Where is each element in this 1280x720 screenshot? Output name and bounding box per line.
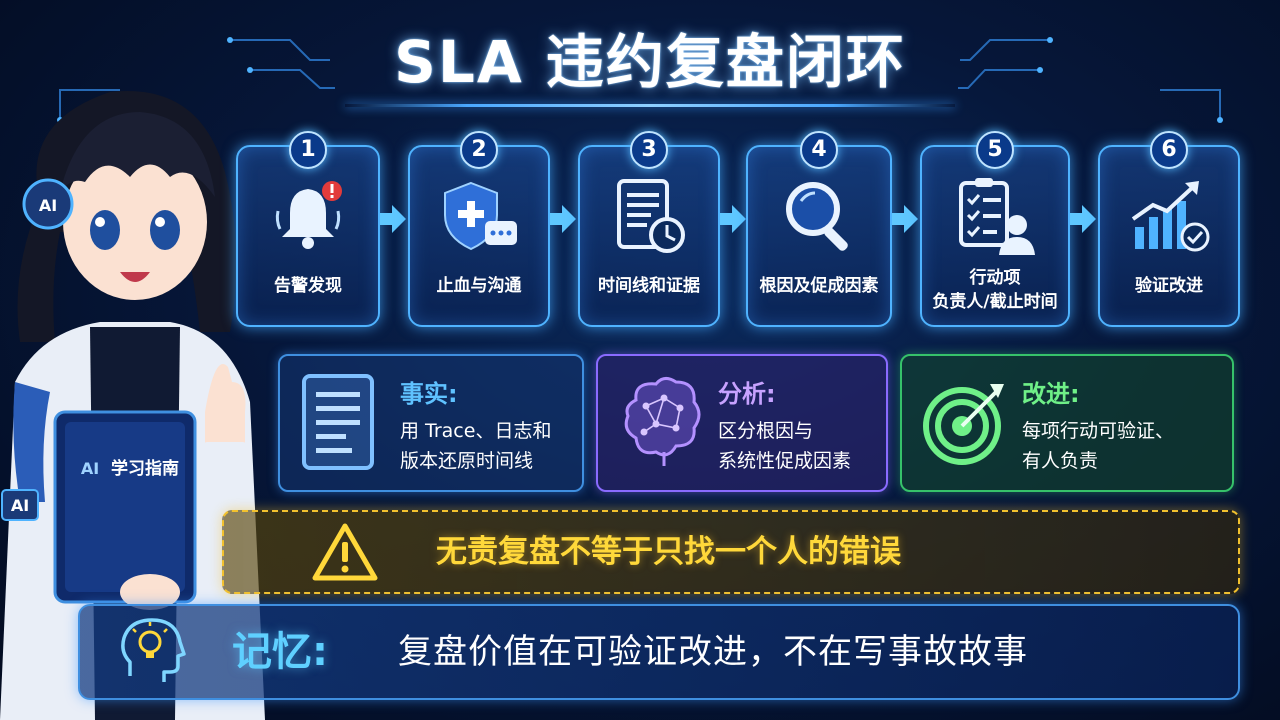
card-body-line2: 有人负责 [1022, 450, 1099, 472]
card-facts: 事实: 用 Trace、日志和 版本还原时间线 [278, 354, 584, 492]
step-label: 根因及促成因素 [759, 276, 879, 296]
step-stop-bleeding: 2 止血与沟通 [408, 131, 550, 327]
card-body-line1: 区分根因与 [718, 420, 814, 442]
card-improvement: 改进: 每项行动可验证、 有人负责 [900, 354, 1234, 492]
step-label: 告警发现 [274, 276, 342, 296]
card-title: 分析: [718, 380, 776, 408]
step-action-items: 5 行动项 负责人/截止时间 [920, 131, 1070, 327]
document-clock-icon [617, 179, 685, 253]
warning-banner: 无责复盘不等于只找一个人的错误 [222, 510, 1240, 594]
arrow-right-icon [380, 205, 406, 233]
chart-check-icon [1131, 181, 1210, 252]
step-number: 1 [289, 131, 327, 169]
memory-label: 记忆: [232, 629, 328, 675]
memory-text: 复盘价值在可验证改进，不在写事故故事 [398, 632, 1028, 672]
checklist-person-icon [959, 178, 1035, 255]
book-ai-label: AI [81, 459, 99, 478]
head-lightbulb-icon [121, 618, 186, 682]
memory-banner: 记忆: 复盘价值在可验证改进，不在写事故故事 [78, 604, 1240, 700]
card-analysis: 分析: 区分根因与 系统性促成因素 [596, 354, 888, 492]
step-verify-improve: 6 验证改进 [1098, 131, 1240, 327]
card-body-line1: 用 Trace、日志和 [400, 420, 552, 442]
card-body: 每项行动可验证、 有人负责 [1022, 416, 1174, 476]
card-title: 改进: [1022, 380, 1080, 408]
mascot-character: AI AI AI 学习指南 [0, 91, 265, 720]
arrow-right-icon [1070, 205, 1096, 233]
shield-chat-icon [444, 181, 517, 251]
book-title: 学习指南 [111, 458, 179, 479]
warning-triangle-icon [312, 523, 378, 581]
step-label: 时间线和证据 [598, 276, 700, 296]
step-root-cause: 4 根因及促成因素 [746, 131, 892, 327]
step-label-line2: 负责人/截止时间 [932, 292, 1058, 312]
card-title: 事实: [400, 380, 458, 408]
step-number: 5 [976, 131, 1014, 169]
card-body-line1: 每项行动可验证、 [1022, 420, 1175, 442]
arrow-right-icon [550, 205, 576, 233]
step-number: 2 [460, 131, 498, 169]
document-icon [302, 374, 374, 470]
target-icon [923, 384, 1004, 465]
page-title: SLA 违约复盘闭环 [394, 28, 906, 96]
arrow-right-icon [892, 205, 918, 233]
card-body: 用 Trace、日志和 版本还原时间线 [400, 416, 551, 476]
mascot-badge-arm: AI [11, 496, 29, 515]
alert-bell-icon [275, 181, 342, 249]
card-body-line2: 版本还原时间线 [400, 450, 534, 472]
mascot-badge-top: AI [39, 196, 57, 215]
step-number: 6 [1150, 131, 1188, 169]
card-body-line2: 系统性促成因素 [718, 450, 852, 472]
step-timeline-evidence: 3 时间线和证据 [578, 131, 720, 327]
magnifier-icon [786, 182, 848, 251]
step-label: 止血与沟通 [436, 276, 522, 296]
warning-text: 无责复盘不等于只找一个人的错误 [436, 534, 901, 570]
brain-icon [624, 377, 701, 466]
step-number: 4 [800, 131, 838, 169]
card-body: 区分根因与 系统性促成因素 [718, 416, 851, 476]
arrow-right-icon [720, 205, 746, 233]
step-number: 3 [630, 131, 668, 169]
step-label: 验证改进 [1135, 276, 1203, 296]
step-alert-discovery: 1 告警发现 [236, 131, 380, 327]
title-underline [345, 104, 955, 107]
step-label-line1: 行动项 [969, 268, 1021, 288]
